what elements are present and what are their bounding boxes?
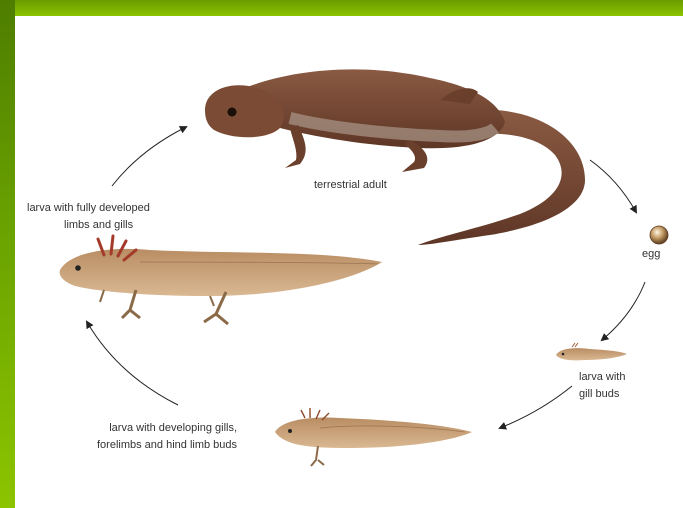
label-larva-developing-line-2: forelimbs and hind limb buds bbox=[97, 437, 237, 454]
label-egg: egg bbox=[642, 246, 660, 263]
arrow-egg-to-larva-gill-buds bbox=[602, 282, 645, 340]
label-larva-gill-buds: larva with gill buds bbox=[579, 369, 625, 403]
label-terrestrial-adult: terrestrial adult bbox=[314, 177, 387, 194]
arrow-larva-gill-buds-to-developing bbox=[500, 386, 572, 428]
larva-gill-buds-illustration bbox=[556, 343, 627, 360]
label-larva-full: larva with fully developed limbs and gil… bbox=[27, 200, 150, 234]
terrestrial-adult-illustration bbox=[205, 69, 585, 245]
label-larva-full-line-2: limbs and gills bbox=[27, 217, 150, 234]
label-larva-full-line-1: larva with fully developed bbox=[27, 200, 150, 217]
label-larva-gill-buds-line-2: gill buds bbox=[579, 386, 625, 403]
label-larva-gill-buds-line-1: larva with bbox=[579, 369, 625, 386]
arrow-developing-to-full bbox=[87, 322, 178, 405]
larva-developing-illustration bbox=[275, 408, 472, 466]
arrow-adult-to-egg bbox=[590, 160, 636, 212]
label-larva-developing-line-1: larva with developing gills, bbox=[97, 420, 237, 437]
larva-full-illustration bbox=[60, 236, 382, 324]
label-larva-developing: larva with developing gills, forelimbs a… bbox=[97, 420, 237, 454]
egg-illustration bbox=[650, 226, 668, 244]
arrow-full-to-adult bbox=[112, 127, 186, 186]
